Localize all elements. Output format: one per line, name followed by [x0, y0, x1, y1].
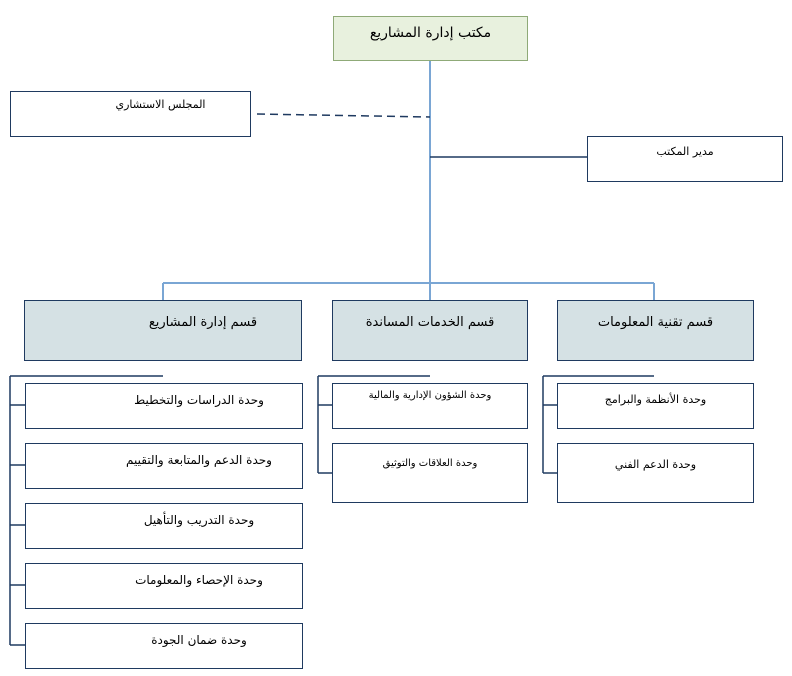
unit-technical-support: وحدة الدعم الفني — [557, 443, 754, 503]
unit-quality-assurance: وحدة ضمان الجودة — [25, 623, 303, 669]
advisory-council-label: المجلس الاستشاري — [115, 98, 206, 111]
department-label: قسم تقنية المعلومات — [597, 315, 714, 330]
unit-training: وحدة التدريب والتأهيل — [25, 503, 303, 549]
department-label: قسم إدارة المشاريع — [148, 315, 258, 330]
unit-label: وحدة الشؤون الإدارية والمالية — [368, 390, 492, 401]
office-manager-box: مدير المكتب — [587, 136, 783, 182]
office-title: مكتب إدارة المشاريع — [369, 25, 492, 41]
unit-relations-documentation: وحدة العلاقات والتوثيق — [332, 443, 528, 503]
unit-label: وحدة الأنظمة والبرامج — [604, 393, 707, 406]
unit-statistics: وحدة الإحصاء والمعلومات — [25, 563, 303, 609]
unit-admin-finance: وحدة الشؤون الإدارية والمالية — [332, 383, 528, 429]
department-it: قسم تقنية المعلومات — [557, 300, 754, 361]
unit-label: وحدة التدريب والتأهيل — [143, 513, 255, 527]
unit-support-monitoring: وحدة الدعم والمتابعة والتقييم — [25, 443, 303, 489]
units-connectors-projects — [9, 375, 163, 646]
unit-label: وحدة الدعم الفني — [614, 458, 697, 471]
department-support-services: قسم الخدمات المساندة — [332, 300, 528, 361]
department-projects: قسم إدارة المشاريع — [24, 300, 302, 361]
unit-label: وحدة الإحصاء والمعلومات — [135, 573, 263, 587]
project-management-office-box: مكتب إدارة المشاريع — [333, 16, 528, 61]
unit-label: وحدة الدعم والمتابعة والتقييم — [126, 453, 272, 467]
staff-connectors — [256, 113, 587, 158]
advisory-council-box: المجلس الاستشاري — [10, 91, 251, 137]
unit-label: وحدة الدراسات والتخطيط — [134, 393, 264, 407]
units-connectors-it — [542, 375, 654, 474]
unit-systems-programs: وحدة الأنظمة والبرامج — [557, 383, 754, 429]
top-connectors — [162, 61, 655, 300]
department-label: قسم الخدمات المساندة — [365, 315, 495, 330]
unit-label: وحدة العلاقات والتوثيق — [382, 458, 478, 469]
office-manager-label: مدير المكتب — [656, 145, 714, 158]
unit-studies-planning: وحدة الدراسات والتخطيط — [25, 383, 303, 429]
unit-label: وحدة ضمان الجودة — [151, 633, 247, 647]
units-connectors-support — [317, 375, 430, 474]
